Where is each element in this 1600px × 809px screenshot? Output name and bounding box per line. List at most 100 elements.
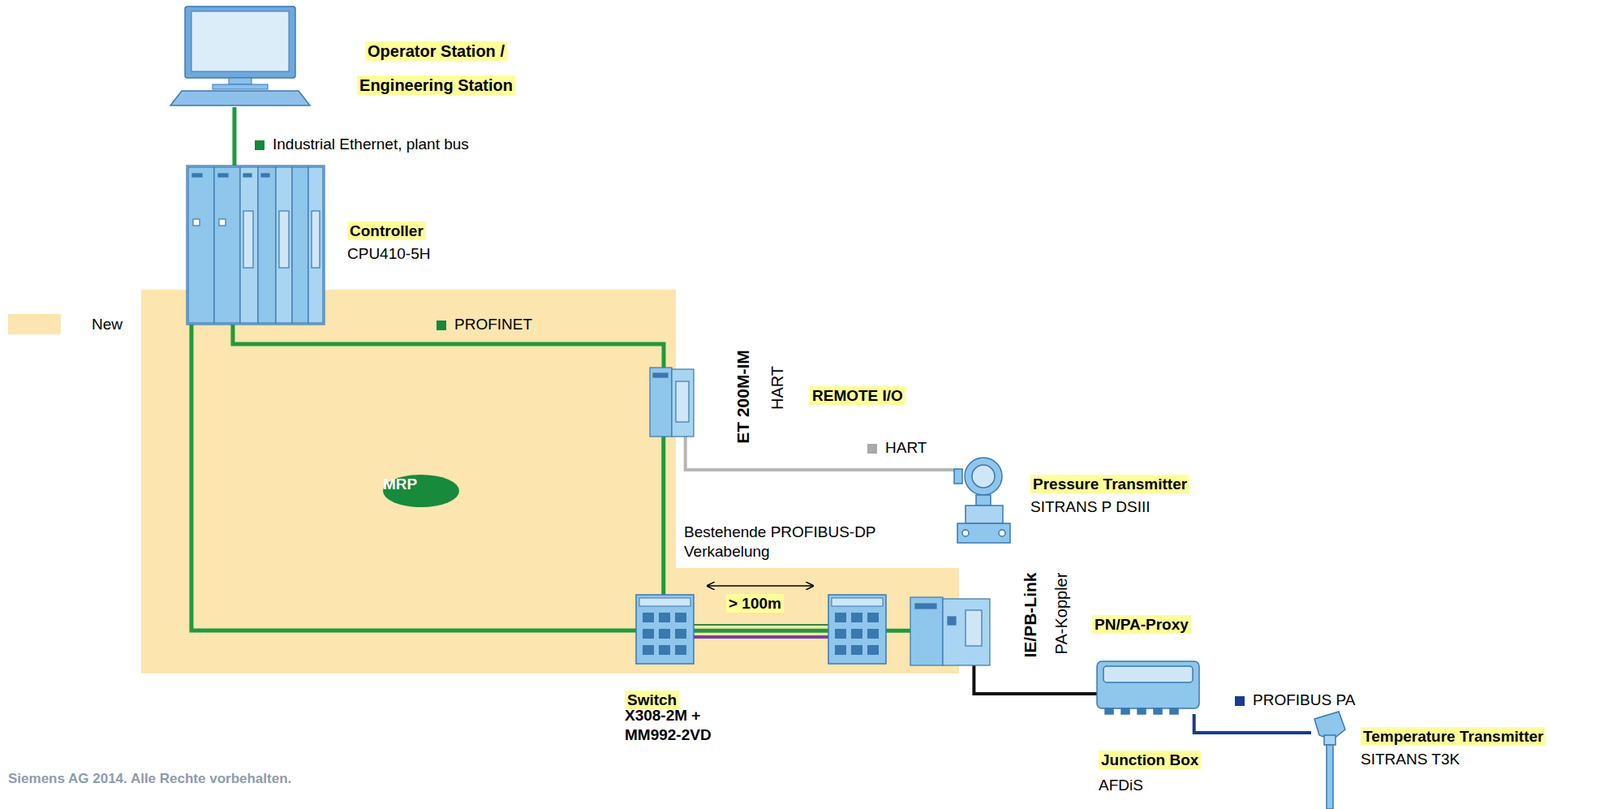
text-wrap: AFDiS bbox=[1098, 775, 1144, 796]
node-text: HART bbox=[768, 365, 787, 410]
pc-icon bbox=[170, 6, 310, 106]
node-text: PN/PA-Proxy bbox=[1092, 615, 1192, 634]
remote-io: ET 200M-IMHARTREMOTE I/O bbox=[649, 367, 694, 437]
pc-icon bbox=[184, 6, 296, 78]
text-wrap: Temperature Transmitter bbox=[1360, 726, 1546, 747]
controller: ControllerCPU410-5H bbox=[186, 165, 325, 325]
pc-icon bbox=[228, 77, 252, 85]
node-text: SITRANS T3K bbox=[1360, 750, 1460, 768]
ie-pb-link-icon bbox=[942, 598, 990, 666]
pressure-transmitter-icon bbox=[954, 468, 963, 484]
node-text: X308-2M + MM992-2VD bbox=[624, 706, 712, 744]
text-wrap: Junction Box bbox=[1098, 750, 1201, 770]
ie-pb-link: IE/PB-LinkPA-Koppler bbox=[910, 597, 990, 666]
controller-rack bbox=[186, 165, 325, 325]
bus-marker bbox=[436, 320, 447, 331]
bus-label: PROFIBUS PA bbox=[1252, 691, 1355, 709]
controller-rack bbox=[188, 167, 215, 323]
junction-box-icon bbox=[1169, 708, 1179, 714]
controller-rack bbox=[186, 165, 325, 325]
junction-box-icon bbox=[1096, 661, 1200, 714]
ie-pb-link-icon bbox=[910, 597, 990, 666]
text-wrap: MRP bbox=[382, 474, 418, 495]
distance-arrow bbox=[707, 584, 813, 587]
text-wrap: Controller bbox=[347, 221, 426, 241]
copyright-note: Siemens AG 2014. Alle Rechte vorbehalten… bbox=[8, 770, 292, 787]
remote-io-module bbox=[653, 373, 668, 378]
node-text: Pressure Transmitter bbox=[1030, 474, 1190, 494]
node-text: Controller bbox=[347, 221, 426, 241]
controller-rack bbox=[193, 219, 200, 226]
junction-box-icon bbox=[1153, 708, 1162, 714]
node-text: MRP bbox=[382, 475, 418, 493]
controller-rack bbox=[214, 167, 241, 323]
pressure-transmitter-icon bbox=[954, 457, 1011, 543]
node-text: Temperature Transmitter bbox=[1360, 726, 1546, 746]
text-wrap: Pressure Transmitter bbox=[1030, 474, 1190, 495]
legend-text: New bbox=[91, 315, 123, 334]
pc-icon bbox=[170, 90, 310, 106]
pressure-transmitter-icon bbox=[957, 523, 1011, 543]
controller-rack bbox=[258, 167, 276, 323]
junction-box-icon bbox=[1105, 708, 1114, 714]
temperature-transmitter: Temperature TransmitterSITRANS T3K bbox=[1311, 711, 1346, 809]
bus-connector bbox=[232, 107, 237, 166]
bus-connector bbox=[685, 436, 955, 470]
bus-connector bbox=[661, 436, 666, 595]
pressure-transmitter-icon bbox=[972, 464, 995, 488]
node-text: Junction Box bbox=[1098, 750, 1201, 770]
bus-label: Bestehende PROFIBUS-DP Verkabelung bbox=[683, 523, 876, 560]
bus-label: Industrial Ethernet, plant bus bbox=[272, 135, 469, 153]
temperature-transmitter-icon bbox=[1314, 711, 1346, 809]
text-wrap: X308-2M + MM992-2VD bbox=[624, 705, 735, 745]
node-text: PA-Koppler bbox=[1052, 572, 1071, 655]
text-wrap: Bestehende PROFIBUS-DP Verkabelung bbox=[683, 522, 928, 562]
pc-icon bbox=[191, 11, 289, 72]
text-wrap: SITRANS T3K bbox=[1360, 749, 1460, 770]
bus-label: HART bbox=[885, 438, 927, 456]
new-region bbox=[141, 289, 960, 674]
controller-rack bbox=[240, 167, 259, 323]
text-wrap: PA-Koppler bbox=[1051, 572, 1072, 655]
pressure-transmitter-icon bbox=[965, 505, 1003, 524]
ie-pb-link-icon bbox=[910, 597, 943, 666]
controller-rack bbox=[279, 210, 289, 268]
controller-rack bbox=[311, 210, 320, 268]
remote-io-module bbox=[649, 367, 694, 437]
ie-pb-link-icon bbox=[915, 603, 937, 609]
node-text: AFDiS bbox=[1098, 776, 1144, 794]
bus-marker bbox=[867, 443, 878, 454]
controller-rack bbox=[261, 173, 270, 177]
node-text: CPU410-5H bbox=[347, 245, 431, 263]
node-text: Operator Station / Engineering Station bbox=[356, 41, 516, 95]
controller-rack bbox=[292, 167, 309, 323]
controller-rack bbox=[275, 167, 293, 323]
text-wrap: PROFIBUS PA bbox=[1234, 690, 1355, 710]
controller-rack bbox=[243, 173, 252, 177]
remote-io-module bbox=[675, 381, 689, 422]
junction-box-icon bbox=[1121, 708, 1130, 714]
ie-pb-link-icon bbox=[965, 610, 982, 646]
bus-label: PROFINET bbox=[454, 315, 533, 333]
bus-connector bbox=[232, 324, 664, 368]
text-wrap: Operator Station / Engineering Station bbox=[341, 34, 531, 103]
pressure-transmitter-icon bbox=[962, 529, 969, 537]
pressure-transmitter-icon bbox=[998, 529, 1006, 537]
junction-box-icon bbox=[1096, 661, 1200, 709]
controller-rack bbox=[219, 219, 226, 226]
temperature-transmitter-icon bbox=[1324, 735, 1336, 745]
text-wrap: > 100m bbox=[726, 593, 784, 614]
cable-stripe bbox=[693, 623, 829, 626]
controller-rack bbox=[243, 210, 254, 268]
text-wrap: PROFINET bbox=[436, 314, 533, 335]
bus-marker bbox=[1234, 696, 1245, 706]
pressure-transmitter-icon bbox=[964, 457, 1003, 495]
legend-swatch bbox=[8, 313, 61, 335]
bus-connector bbox=[191, 324, 637, 631]
switch-icon bbox=[636, 594, 694, 664]
